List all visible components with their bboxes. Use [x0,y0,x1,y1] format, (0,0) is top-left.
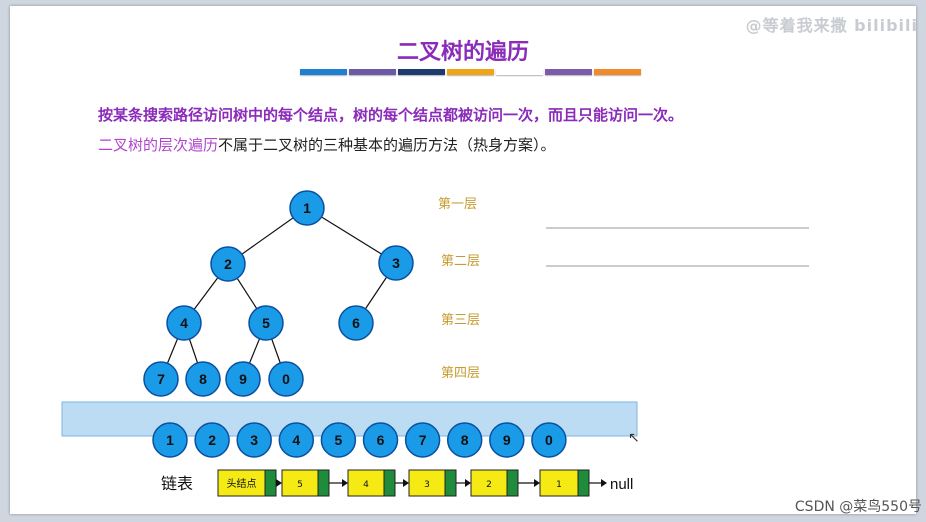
tree-node-label: 0 [282,371,290,387]
sequence-node-label: 2 [208,432,216,448]
list-arrow-head [465,479,471,487]
tree-node-6 [338,305,374,341]
list-cell-pointer [506,469,519,497]
title-bar-segment [300,69,347,75]
tree-node-7 [143,361,179,397]
list-cell-label: 5 [297,480,303,490]
sequence-node-label: 0 [545,432,553,448]
sequence-node-1 [152,422,188,458]
tree-node-3 [378,245,414,281]
sequence-node-9 [489,422,525,458]
title-color-bar [300,69,641,75]
slide-title: 二叉树的遍历 [396,40,529,65]
bilibili-watermark: @等着我来撒 bilibili [745,16,918,35]
list-arrow-head [276,479,282,487]
csdn-footer: CSDN @菜鸟550号 [794,499,922,515]
sequence-node-4 [278,422,315,458]
sequence-node-label: 9 [503,432,511,448]
list-cell-pointer [444,469,457,497]
list-cell [217,469,266,497]
intro-line-2-rest: 不属于二叉树的三种基本的遍历方法（热身方案）。 [218,136,556,154]
list-cell [408,469,446,497]
sequence-node-label: 1 [166,432,174,448]
tree-node-label: 7 [157,371,165,387]
list-cell-label: 头结点 [227,477,257,490]
list-arrow-head [403,479,409,487]
sequence-node-label: 5 [335,432,343,448]
sequence-node-label: 6 [377,432,385,448]
tree-node-1 [289,190,325,226]
title-bar-segment [349,69,396,75]
sequence-node-label: 4 [292,432,300,448]
tree-node-label: 4 [180,315,188,331]
title-bar-segment [398,69,445,75]
sequence-node-7 [404,422,441,458]
list-cell [281,469,319,497]
list-cell-pointer [383,469,396,497]
tree-node-9 [225,361,261,397]
tree-node-4 [166,305,202,341]
title-bar-segment [545,69,592,75]
sequence-node-8 [446,422,483,458]
title-bar-segment [447,69,494,75]
sequence-node-label: 3 [250,432,258,448]
intro-line-2-highlight: 二叉树的层次遍历 [98,136,219,154]
intro-line-2: 二叉树的层次遍历不属于二叉树的三种基本的遍历方法（热身方案）。 [98,134,556,155]
level-label: 第一层 [438,197,477,212]
list-cell [539,469,579,497]
tree-node-2 [210,246,246,282]
title-bar-segment [594,69,641,75]
sequence-node-6 [362,422,399,458]
sequence-node-5 [320,422,357,458]
list-arrow-head [342,479,348,487]
list-arrow-head [601,479,607,487]
tree-node-label: 2 [224,256,232,272]
linked-list-label: 链表 [161,474,193,493]
intro-line-1: 按某条搜索路径访问树中的每个结点，树的每个结点都被访问一次，而且只能访问一次。 [98,106,684,124]
sequence-node-0 [531,422,567,458]
tree-node-label: 9 [239,371,247,387]
list-cell-label: 2 [486,480,492,490]
list-cell-label: 3 [424,480,430,490]
tree-node-8 [185,361,221,397]
tree-node-label: 8 [199,371,207,387]
mouse-cursor-icon: ↖ [628,430,640,446]
list-cell-label: 4 [363,480,369,490]
list-cell [470,469,508,497]
list-cell-label: 1 [556,480,562,490]
list-cell-pointer [577,469,590,497]
tree-node-0 [268,361,304,397]
level-label: 第三层 [441,313,480,328]
sequence-node-2 [194,422,230,458]
sequence-node-3 [236,422,272,458]
list-arrow-head [534,479,540,487]
list-cell-pointer [264,469,277,497]
list-null-label: null [610,476,633,493]
title-bar-segment [496,69,543,75]
tree-node-label: 6 [352,315,360,331]
level-label: 第二层 [441,254,480,269]
tree-node-label: 1 [303,200,311,216]
tree-node-label: 3 [392,255,400,271]
tree-node-5 [248,305,284,341]
sequence-node-label: 7 [419,432,427,448]
tree-node-label: 5 [262,315,270,331]
level-label: 第四层 [441,366,480,381]
sequence-node-label: 8 [461,432,469,448]
list-cell-pointer [317,469,330,497]
